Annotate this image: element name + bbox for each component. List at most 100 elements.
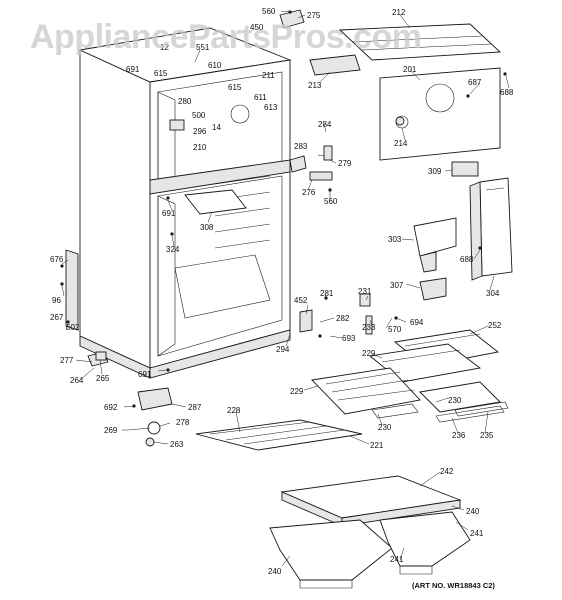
crisper-drawer-icon — [269, 511, 471, 589]
callout-613: 613 — [264, 103, 278, 112]
callout-610: 610 — [208, 61, 222, 70]
callout-304: 304 — [486, 289, 500, 298]
callout-279: 279 — [338, 159, 352, 168]
callout-688-b: 688 — [460, 255, 474, 264]
light-shield-icon — [323, 145, 333, 161]
callout-242: 242 — [440, 467, 454, 476]
evaporator-cover-icon — [379, 67, 501, 161]
callout-308: 308 — [200, 223, 214, 232]
callout-303: 303 — [388, 235, 402, 244]
callout-452: 452 — [294, 296, 308, 305]
callout-241-a: 241 — [470, 529, 484, 538]
callout-278: 278 — [176, 418, 190, 427]
callout-235: 235 — [480, 431, 494, 440]
light-socket-icon — [395, 116, 405, 126]
screw-icon — [60, 10, 507, 408]
callout-214: 214 — [394, 139, 408, 148]
callout-284: 284 — [318, 120, 332, 129]
callout-229-b: 229 — [290, 387, 304, 396]
callout-240-a: 240 — [466, 507, 480, 516]
callout-324: 324 — [166, 245, 180, 254]
callout-231: 231 — [358, 287, 372, 296]
callout-560-top: 560 — [262, 7, 276, 16]
callout-240-b: 240 — [268, 567, 282, 576]
wire-shelf-icon — [311, 367, 421, 415]
callout-692: 692 — [104, 403, 118, 412]
callout-210: 210 — [193, 143, 207, 152]
callout-276: 276 — [302, 188, 316, 197]
hinge-icon — [87, 9, 313, 411]
watermark: AppliancePartsPros.com — [30, 18, 421, 56]
callout-265: 265 — [96, 374, 110, 383]
callout-281: 281 — [320, 289, 334, 298]
callout-267: 267 — [50, 313, 64, 322]
callout-236: 236 — [452, 431, 466, 440]
callout-287: 287 — [188, 403, 202, 412]
callout-275: 275 — [307, 11, 321, 20]
refrigerator-cabinet-icon — [65, 27, 292, 379]
freezer-top-shelf-icon — [338, 23, 502, 61]
callout-282: 282 — [336, 314, 350, 323]
callout-263: 263 — [170, 440, 184, 449]
callout-201: 201 — [403, 65, 417, 74]
callout-212: 212 — [392, 8, 406, 17]
callout-450: 450 — [250, 23, 264, 32]
roller-icon — [95, 351, 107, 361]
fan-blade-icon — [230, 104, 250, 124]
bracket-icon — [309, 171, 333, 181]
shelf-support-icon — [365, 315, 373, 335]
callout-691-c: 691 — [138, 370, 152, 379]
damper-icon — [419, 277, 447, 301]
callout-611: 611 — [254, 93, 267, 102]
control-clip-icon — [359, 293, 371, 307]
callout-615-a: 615 — [154, 69, 168, 78]
callout-233: 233 — [362, 323, 376, 332]
callout-269: 269 — [104, 426, 118, 435]
callout-307: 307 — [390, 281, 404, 290]
callout-560-mid: 560 — [324, 197, 338, 206]
callout-241-b: 241 — [390, 555, 404, 564]
leader-lines — [61, 10, 510, 567]
callout-602: 602 — [66, 323, 80, 332]
callout-221: 221 — [370, 441, 384, 450]
callout-551: 551 — [196, 43, 210, 52]
callout-12: 12 — [160, 43, 169, 52]
callout-570: 570 — [388, 325, 402, 334]
callout-688-a: 688 — [500, 88, 514, 97]
fan-housing-icon — [413, 217, 457, 273]
callout-14: 14 — [212, 123, 221, 132]
callout-96: 96 — [52, 296, 61, 305]
air-duct-icon — [469, 177, 513, 281]
callout-229-a: 229 — [362, 349, 376, 358]
callout-296: 296 — [193, 127, 207, 136]
callout-230-a: 230 — [448, 396, 462, 405]
callout-309: 309 — [428, 167, 442, 176]
crisper-cover-icon — [280, 475, 462, 527]
callout-228: 228 — [227, 406, 241, 415]
leveling-rod-icon — [127, 427, 151, 431]
callout-694: 694 — [410, 318, 424, 327]
callout-213: 213 — [308, 81, 322, 90]
callout-294: 294 — [276, 345, 290, 354]
callout-labels: 560 275 212 450 12 551 691 615 610 211 2… — [50, 7, 514, 576]
callout-500: 500 — [192, 111, 206, 120]
ice-tray-icon — [309, 54, 361, 76]
leveling-leg-icon — [145, 437, 155, 447]
callout-252: 252 — [488, 321, 502, 330]
callout-230-b: 230 — [378, 423, 392, 432]
callout-264: 264 — [70, 376, 84, 385]
callout-676: 676 — [50, 255, 64, 264]
label-plate-icon — [451, 161, 479, 177]
callout-691-a: 691 — [126, 65, 140, 74]
callout-280: 280 — [178, 97, 192, 106]
callout-283: 283 — [294, 142, 308, 151]
callout-693: 693 — [342, 334, 356, 343]
callout-277: 277 — [60, 356, 74, 365]
callout-615-b: 615 — [228, 83, 242, 92]
callout-211: 211 — [262, 71, 275, 80]
callout-687: 687 — [468, 78, 482, 87]
freezer-shelf-icon — [184, 189, 247, 215]
bottom-glass-shelf-icon — [195, 419, 363, 451]
thermostat-icon — [169, 119, 185, 131]
